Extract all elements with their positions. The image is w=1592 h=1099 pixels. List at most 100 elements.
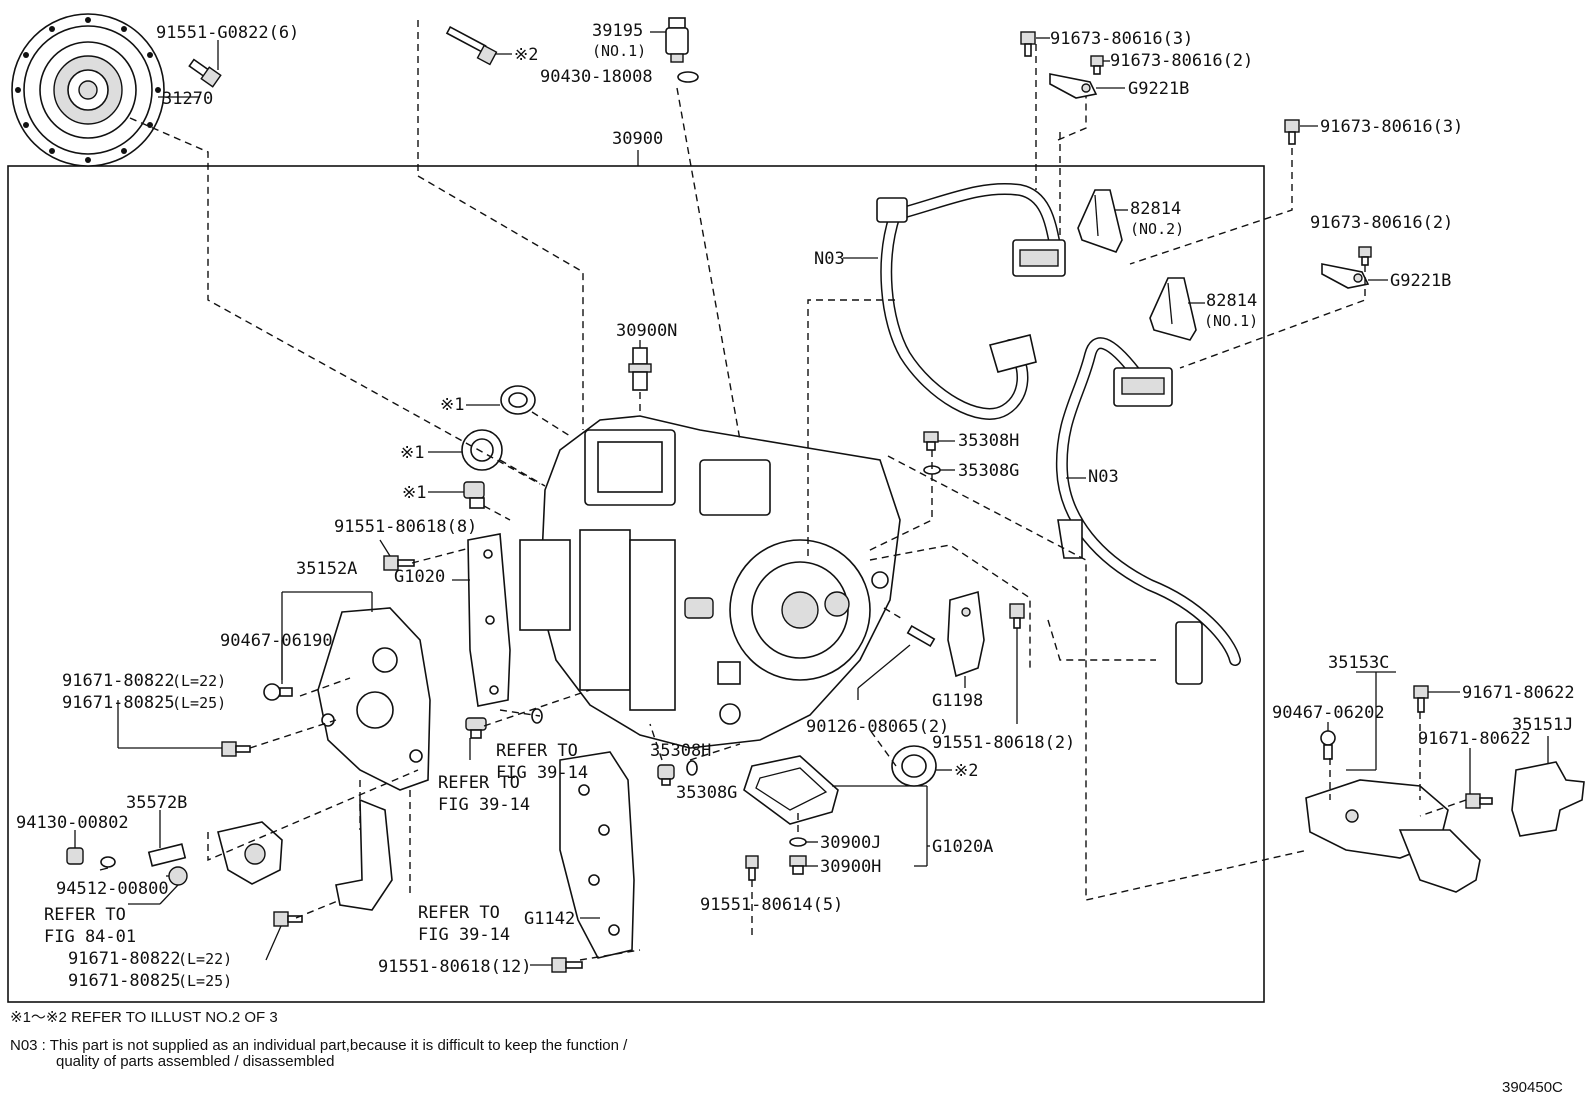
label-G9221B-a: G9221B	[1128, 79, 1189, 99]
bolt-91671-80622-a[interactable]	[1413, 685, 1429, 713]
bracket-lower-left[interactable]	[335, 798, 393, 911]
part-31270-torque-converter[interactable]	[11, 13, 165, 167]
label-91673-80616-a: 91673-80616(3)	[1050, 29, 1193, 49]
bolt-91671-80822-a[interactable]	[221, 741, 251, 757]
label-94512-00800: 94512-00800	[56, 879, 169, 899]
label-91671-80825-a: 91671-80825	[62, 693, 175, 713]
label-91671-80822-b: 91671-80822	[68, 949, 181, 969]
part-N03-wire-harness-upper[interactable]	[876, 183, 1066, 420]
label-82814-no2: 82814	[1130, 199, 1181, 219]
part-30900-transaxle-assembly[interactable]	[519, 415, 901, 749]
bolt-91551-80618-2[interactable]	[1009, 603, 1025, 629]
label-35152A: 35152A	[296, 559, 357, 579]
label-N03-upper: N03	[814, 249, 845, 269]
ref-fig-39-14-a-line1: REFER TO	[496, 741, 578, 761]
washer-94512-00800[interactable]	[100, 856, 116, 868]
label-90467-06190: 90467-06190	[220, 631, 333, 651]
clip-90467-06190[interactable]	[263, 683, 293, 701]
label-31270: 31270	[162, 89, 213, 109]
label-note1-c: ※1	[402, 483, 426, 503]
footnote-note2-line2: quality of parts assembled / disassemble…	[56, 1053, 334, 1070]
oil-seal-note1-b[interactable]	[461, 429, 503, 471]
label-39195: 39195	[592, 21, 643, 41]
washer-90430-18008[interactable]	[677, 71, 699, 83]
label-82814-no2-sub: (NO.2)	[1130, 220, 1184, 238]
gasket-30900J[interactable]	[789, 837, 807, 847]
label-91671-80822-a-len: (L=22)	[172, 672, 226, 690]
bolt-91673-80616-a[interactable]	[1020, 31, 1036, 57]
bolt-91671-80622-b[interactable]	[1465, 793, 1493, 809]
gasket-35308G-b[interactable]	[686, 760, 698, 776]
part-39195-switch[interactable]	[665, 17, 689, 63]
bolt-note2[interactable]	[445, 25, 498, 66]
ref-fig-39-14-b-line1: REFER TO	[438, 773, 520, 793]
part-82814-no2-cover[interactable]	[1077, 189, 1123, 253]
label-35153C: 35153C	[1328, 653, 1389, 673]
part-35153C-cover[interactable]	[1305, 779, 1481, 893]
label-note1-a: ※1	[440, 395, 464, 415]
bracket-G9221B-b[interactable]	[1321, 263, 1370, 289]
bolt-91673-80616-c[interactable]	[1284, 119, 1300, 145]
footnote-note1: ※1～※2 REFER TO ILLUST NO.2 OF 3	[10, 1009, 278, 1026]
label-35308G-a: 35308G	[958, 461, 1019, 481]
part-82814-no1-cover[interactable]	[1149, 277, 1197, 341]
part-G1020-cover[interactable]	[467, 533, 511, 707]
label-G1142: G1142	[524, 909, 575, 929]
bolt-91671-80822-b[interactable]	[273, 911, 303, 927]
label-35308H-b: 35308H	[650, 741, 711, 761]
bolt-91673-80616-d[interactable]	[1358, 246, 1372, 266]
label-90430-18008: 90430-18008	[540, 67, 653, 87]
label-note2-seal: ※2	[954, 761, 978, 781]
part-35572B-neutral-switch[interactable]	[147, 821, 283, 885]
nut-94130-00802[interactable]	[66, 847, 84, 865]
label-91673-80616-c: 91673-80616(3)	[1320, 117, 1463, 137]
part-G1020A-oil-pan[interactable]	[743, 755, 839, 825]
label-note2-bolt: ※2	[514, 45, 538, 65]
bolt-91673-80616-b[interactable]	[1090, 55, 1104, 75]
oil-seal-note2[interactable]	[891, 745, 937, 787]
part-G1198-bracket[interactable]	[947, 590, 985, 678]
plug-refer-39-14-a[interactable]	[465, 717, 487, 739]
label-91551-80618-12: 91551-80618(12)	[378, 957, 532, 977]
bolt-refer-84-01[interactable]	[168, 866, 188, 886]
label-91551-G0822: 91551-G0822(6)	[156, 23, 299, 43]
part-G1142-valve-body[interactable]	[559, 751, 635, 959]
label-30900: 30900	[612, 129, 663, 149]
label-G9221B-b: G9221B	[1390, 271, 1451, 291]
label-91671-80622-a: 91671-80622	[1462, 683, 1575, 703]
label-91671-80822-b-len: (L=22)	[178, 950, 232, 968]
bolt-91551-80618-12[interactable]	[551, 957, 583, 973]
label-82814-no1: 82814	[1206, 291, 1257, 311]
stud-90126-08065[interactable]	[906, 624, 936, 648]
plug-35308H-b[interactable]	[657, 764, 675, 786]
part-35151J-bracket[interactable]	[1511, 761, 1585, 837]
bolt-91551-G0822[interactable]	[188, 58, 222, 88]
label-35572B: 35572B	[126, 793, 187, 813]
part-N03-wire-harness-lower[interactable]	[1055, 337, 1241, 685]
label-91551-80614: 91551-80614(5)	[700, 895, 843, 915]
ref-fig-39-14-b-line2: FIG 39-14	[438, 795, 530, 815]
oil-seal-note1-a[interactable]	[500, 385, 536, 415]
label-G1020: G1020	[394, 567, 445, 587]
bolt-91551-80614[interactable]	[745, 855, 759, 881]
label-91671-80825-a-len: (L=25)	[172, 694, 226, 712]
label-91551-80618-8: 91551-80618(8)	[334, 517, 477, 537]
label-91673-80616-b: 91673-80616(2)	[1110, 51, 1253, 71]
plug-35308H-a[interactable]	[923, 431, 939, 451]
part-30900N-breather[interactable]	[628, 347, 652, 391]
plug-30900H[interactable]	[789, 855, 807, 875]
label-39195-sub: (NO.1)	[592, 42, 646, 60]
part-35152A-plate[interactable]	[317, 607, 431, 791]
label-30900N: 30900N	[616, 321, 677, 341]
plug-note1-c[interactable]	[463, 481, 485, 509]
label-30900J: 30900J	[820, 833, 881, 853]
footnote-note2-line1: N03 : This part is not supplied as an in…	[10, 1037, 628, 1054]
label-90126-08065: 90126-08065(2)	[806, 717, 949, 737]
label-90467-06202: 90467-06202	[1272, 703, 1385, 723]
bracket-G9221B-a[interactable]	[1049, 73, 1098, 99]
label-91671-80822-a: 91671-80822	[62, 671, 175, 691]
label-91671-80825-b-len: (L=25)	[178, 972, 232, 990]
clip-90467-06202[interactable]	[1320, 730, 1336, 760]
label-G1020A: G1020A	[932, 837, 993, 857]
